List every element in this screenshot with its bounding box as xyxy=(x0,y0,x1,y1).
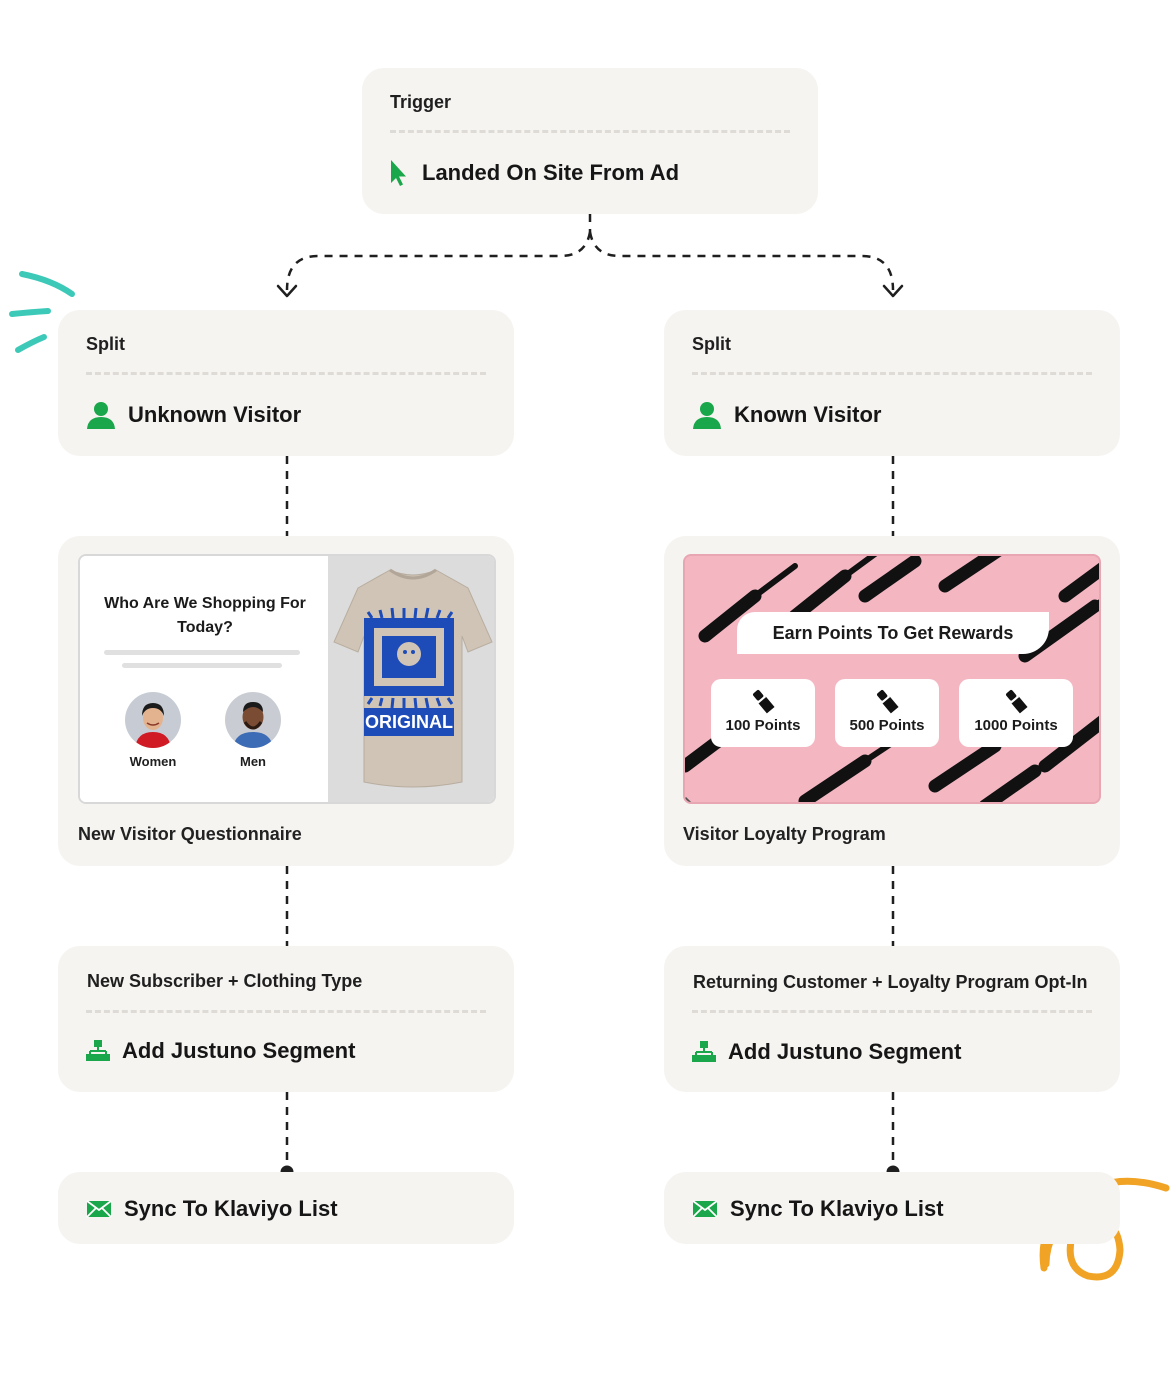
tier-label: 500 Points xyxy=(849,717,925,734)
user-icon xyxy=(86,400,116,430)
sync-title: Sync To Klaviyo List xyxy=(124,1196,338,1221)
progress-bar xyxy=(122,663,282,668)
tier-label: 1000 Points xyxy=(974,717,1058,734)
tshirt-print-text: ORIGINAL xyxy=(365,712,453,732)
arrowhead-left xyxy=(276,284,298,298)
segment-title: Add Justuno Segment xyxy=(122,1038,356,1063)
card-divider xyxy=(390,130,790,133)
loyalty-caption: Visitor Loyalty Program xyxy=(683,824,886,844)
split-card-known[interactable]: Split Known Visitor xyxy=(664,310,1120,456)
envelope-icon xyxy=(86,1194,112,1224)
trigger-card[interactable]: Trigger Landed On Site From Ad xyxy=(362,68,818,214)
sync-title: Sync To Klaviyo List xyxy=(730,1196,944,1221)
split-title: Unknown Visitor xyxy=(128,402,302,427)
loyalty-banner: Earn Points To Get Rewards xyxy=(737,612,1049,654)
loyalty-tier-1000[interactable]: 1000 Points xyxy=(959,679,1073,747)
questionnaire-panel: Who Are We Shopping For Today? Women xyxy=(80,556,328,802)
segment-card-right[interactable]: Returning Customer + Loyalty Program Opt… xyxy=(664,946,1120,1092)
user-icon xyxy=(692,400,722,430)
sync-card-left[interactable]: Sync To Klaviyo List xyxy=(58,1172,514,1244)
segment-card-left[interactable]: New Subscriber + Clothing Type Add Justu… xyxy=(58,946,514,1092)
split-title-row: Known Visitor xyxy=(692,400,882,430)
split-title-row: Unknown Visitor xyxy=(86,400,301,430)
cursor-arrow-icon xyxy=(388,158,410,188)
tier-label: 100 Points xyxy=(725,717,801,734)
sync-title-row: Sync To Klaviyo List xyxy=(692,1194,944,1224)
connector-trigger-right xyxy=(588,231,895,291)
option-label: Women xyxy=(129,754,177,769)
segment-title-row: Add Justuno Segment xyxy=(86,1036,355,1066)
segment-hierarchy-icon xyxy=(692,1037,716,1067)
option-label: Men xyxy=(240,754,266,769)
connector-trigger-left xyxy=(285,231,592,291)
sync-card-right[interactable]: Sync To Klaviyo List xyxy=(664,1172,1120,1244)
questionnaire-preview: Who Are We Shopping For Today? Women xyxy=(78,554,496,804)
trigger-title: Landed On Site From Ad xyxy=(422,160,680,185)
loyalty-tier-500[interactable]: 500 Points xyxy=(835,679,939,747)
card-divider xyxy=(86,372,486,375)
decor-teal-strokes xyxy=(9,271,75,353)
segment-label: New Subscriber + Clothing Type xyxy=(87,971,363,991)
segment-title-row: Add Justuno Segment xyxy=(692,1037,961,1067)
progress-bar xyxy=(104,650,300,655)
card-divider xyxy=(692,1010,1092,1013)
split-label: Split xyxy=(692,334,731,354)
split-title: Known Visitor xyxy=(734,402,882,427)
loyalty-tier-100[interactable]: 100 Points xyxy=(711,679,815,747)
split-label: Split xyxy=(86,334,125,354)
arrowhead-right xyxy=(882,284,904,298)
card-divider xyxy=(86,1010,486,1013)
lipstick-icon xyxy=(711,687,815,715)
sync-title-row: Sync To Klaviyo List xyxy=(86,1194,338,1224)
trigger-title-row: Landed On Site From Ad xyxy=(388,158,679,188)
lipstick-icon xyxy=(835,687,939,715)
loyalty-preview: Earn Points To Get Rewards 100 Points 50… xyxy=(683,554,1101,804)
avatar-men xyxy=(225,692,281,748)
envelope-icon xyxy=(692,1194,718,1224)
questionnaire-caption: New Visitor Questionnaire xyxy=(78,824,302,844)
segment-label: Returning Customer + Loyalty Program Opt… xyxy=(693,972,1088,992)
option-men[interactable]: Men xyxy=(223,692,283,769)
tshirt-image: ORIGINAL xyxy=(328,556,494,802)
trigger-label: Trigger xyxy=(390,92,452,112)
card-divider xyxy=(692,372,1092,375)
lipstick-icon xyxy=(959,687,1073,715)
split-card-unknown[interactable]: Split Unknown Visitor xyxy=(58,310,514,456)
option-women[interactable]: Women xyxy=(123,692,183,769)
segment-title: Add Justuno Segment xyxy=(728,1039,962,1064)
questionnaire-heading: Who Are We Shopping For Today? xyxy=(104,595,306,636)
segment-hierarchy-icon xyxy=(86,1036,110,1066)
avatar-women xyxy=(125,692,181,748)
